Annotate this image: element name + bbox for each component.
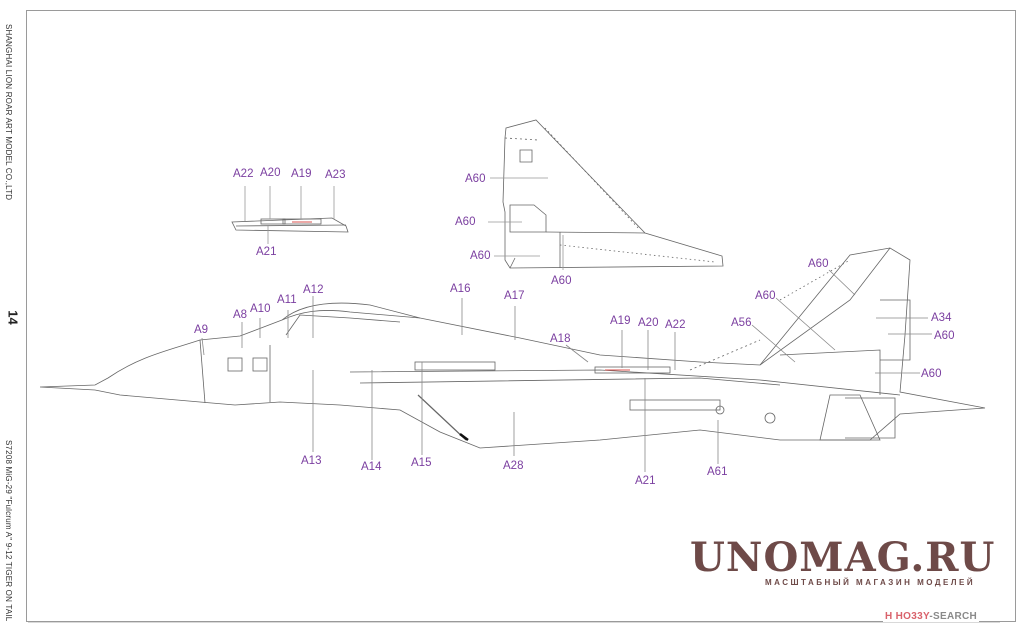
wing-detail-drawing: [231, 186, 349, 244]
watermark-brand: UNOMAG.RU: [690, 534, 996, 581]
callout-a19: A19: [291, 168, 312, 180]
callout-a60: A60: [551, 275, 572, 287]
callout-a60: A60: [808, 258, 829, 270]
callout-a15: A15: [411, 457, 432, 469]
leader-lines: [201, 269, 932, 472]
callout-a9: A9: [194, 324, 209, 336]
callout-a60: A60: [755, 290, 776, 302]
callout-a21: A21: [256, 246, 277, 258]
fuselage-drawing: [39, 247, 986, 449]
callout-a60: A60: [470, 250, 491, 262]
source-logo-search: -SEARCH: [929, 611, 978, 622]
callout-a12: A12: [303, 284, 324, 296]
callout-a60: A60: [465, 173, 486, 185]
callout-a10: A10: [250, 303, 271, 315]
sheet-border: [26, 10, 1016, 622]
fin-detail-drawing: [488, 119, 724, 270]
callout-a28: A28: [503, 460, 524, 472]
callout-a21: A21: [635, 475, 656, 487]
callout-a8: A8: [233, 309, 248, 321]
callout-a22: A22: [665, 319, 686, 331]
callout-a13: A13: [301, 455, 322, 467]
callout-a23: A23: [325, 169, 346, 181]
callout-a60: A60: [455, 216, 476, 228]
callout-a61: A61: [707, 466, 728, 478]
callout-a18: A18: [550, 333, 571, 345]
callout-a14: A14: [361, 461, 382, 473]
callout-a60: A60: [921, 368, 942, 380]
callout-a34: A34: [931, 312, 952, 324]
callout-a60: A60: [934, 330, 955, 342]
callout-a22: A22: [233, 168, 254, 180]
callout-a11: A11: [277, 294, 297, 306]
callout-a19: A19: [610, 315, 631, 327]
source-logo-hobby: HO33Y: [895, 611, 930, 622]
callout-a20: A20: [260, 167, 281, 179]
callout-a16: A16: [450, 283, 471, 295]
source-logo: H HO33Y-SEARCH: [883, 611, 980, 622]
callout-a17: A17: [504, 290, 525, 302]
callout-a56: A56: [731, 317, 752, 329]
hobby-icon: H: [885, 611, 893, 622]
callout-a20: A20: [638, 317, 659, 329]
watermark-tagline: МАСШТАБНЫЙ МАГАЗИН МОДЕЛЕЙ: [765, 578, 976, 587]
